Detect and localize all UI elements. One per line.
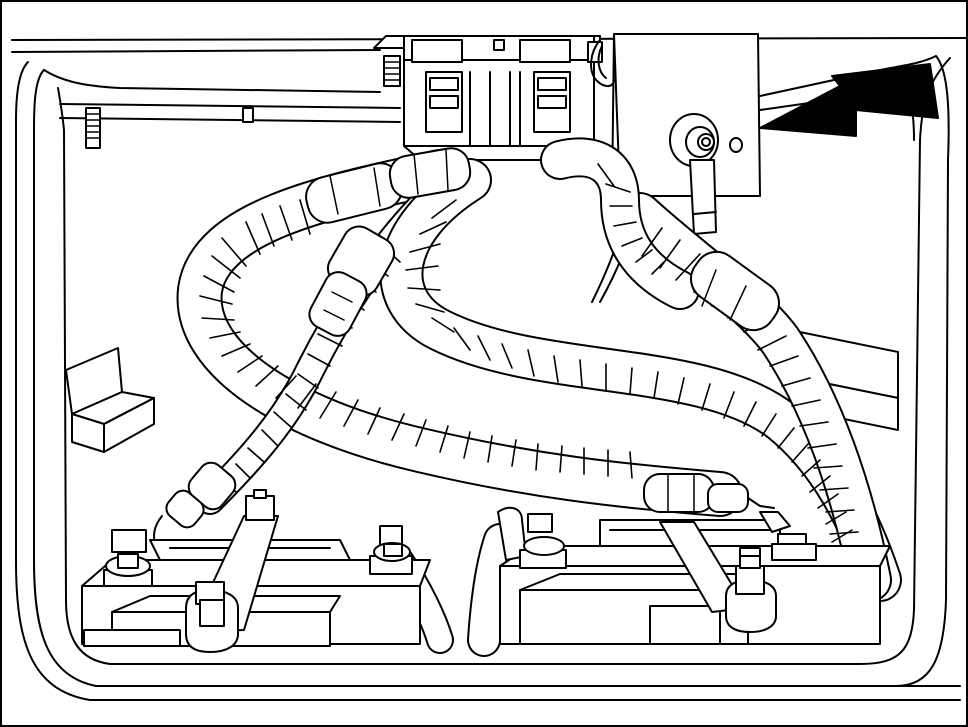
battery-hold-down-brackets [185,489,777,653]
left-angle-bracket [65,347,155,453]
fuse-relay-block [373,35,603,161]
arrow-pointing-left-icon [759,63,939,137]
frame-studs [85,55,401,149]
terminal-posts [103,506,817,587]
terminal-junction-box [590,33,761,235]
